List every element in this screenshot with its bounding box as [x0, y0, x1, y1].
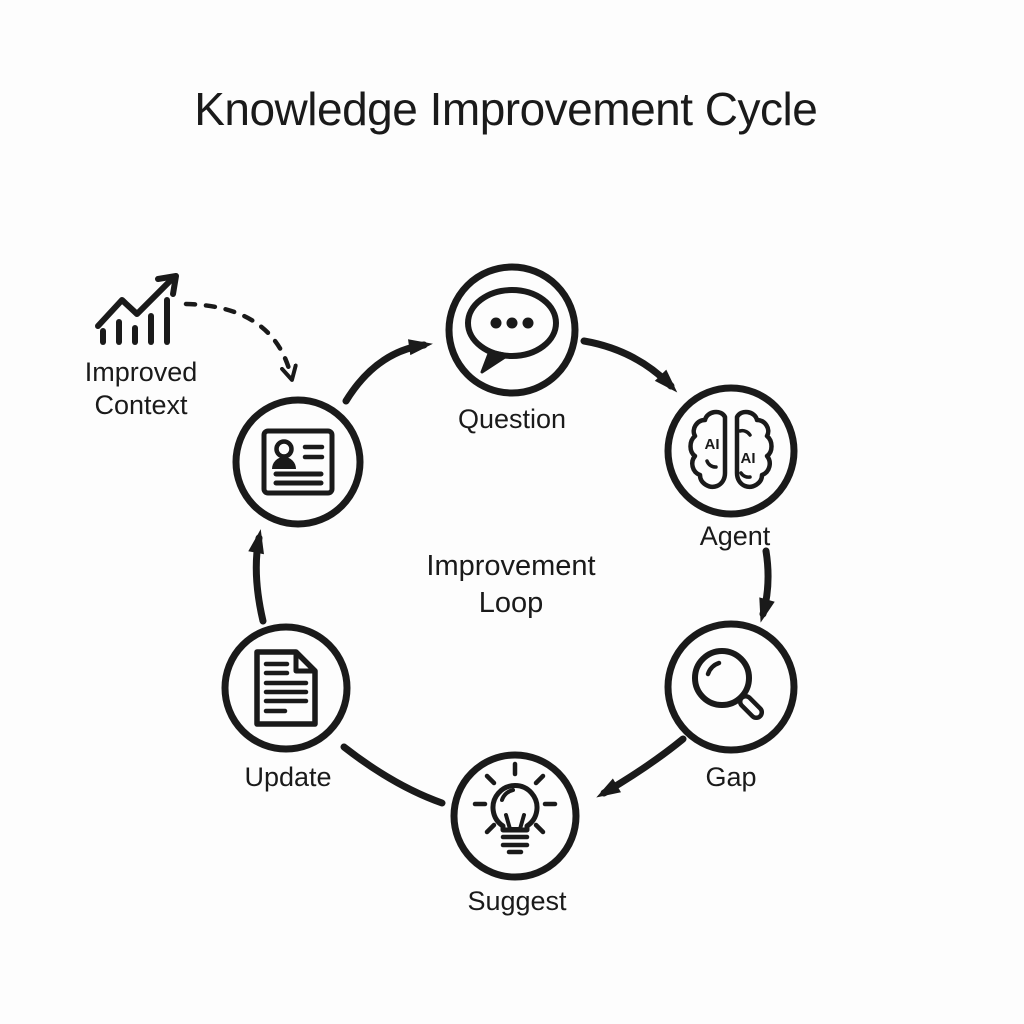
- page-title: Knowledge Improvement Cycle: [194, 83, 818, 135]
- dashed-arrow-improved-context: [183, 301, 298, 382]
- node-suggest: [450, 751, 580, 881]
- lightbulb-icon: [472, 761, 558, 855]
- arrow-agent-to-gap: [759, 547, 775, 623]
- ai-brain-icon: AI AI: [688, 409, 774, 489]
- node-question: [445, 263, 579, 397]
- label-gap: Gap: [705, 762, 757, 792]
- arrow-gap-to-suggest: [596, 735, 687, 798]
- arrow-context-to-question: [342, 339, 433, 405]
- brain-left-ai-text: AI: [705, 436, 720, 453]
- node-agent: AI AI: [664, 384, 798, 518]
- improvement-loop-line1: Improvement: [426, 550, 596, 582]
- improved-context-label: Improved Context: [85, 356, 198, 422]
- arrow-update-to-context: [248, 529, 267, 625]
- label-update: Update: [244, 762, 332, 792]
- node-update: [221, 623, 351, 753]
- arrow-question-to-agent: [580, 337, 678, 393]
- magnifier-icon: [692, 648, 765, 721]
- improved-context-line1: Improved: [84, 357, 198, 387]
- node-gap: [664, 620, 798, 754]
- improvement-loop-line2: Loop: [478, 587, 544, 619]
- improved-context-line2: Context: [94, 390, 188, 420]
- document-icon: [254, 649, 318, 727]
- label-question: Question: [457, 404, 567, 434]
- label-agent: Agent: [699, 521, 771, 551]
- id-card-icon: [261, 428, 335, 496]
- growth-chart-icon: [95, 273, 179, 345]
- curve-suggest-to-update: [340, 743, 446, 807]
- node-context-card: [232, 396, 364, 528]
- brain-right-ai-text: AI: [741, 450, 756, 467]
- speech-bubble-icon: [465, 287, 559, 374]
- label-suggest: Suggest: [467, 886, 567, 916]
- improvement-loop-label: Improvement Loop: [426, 548, 595, 622]
